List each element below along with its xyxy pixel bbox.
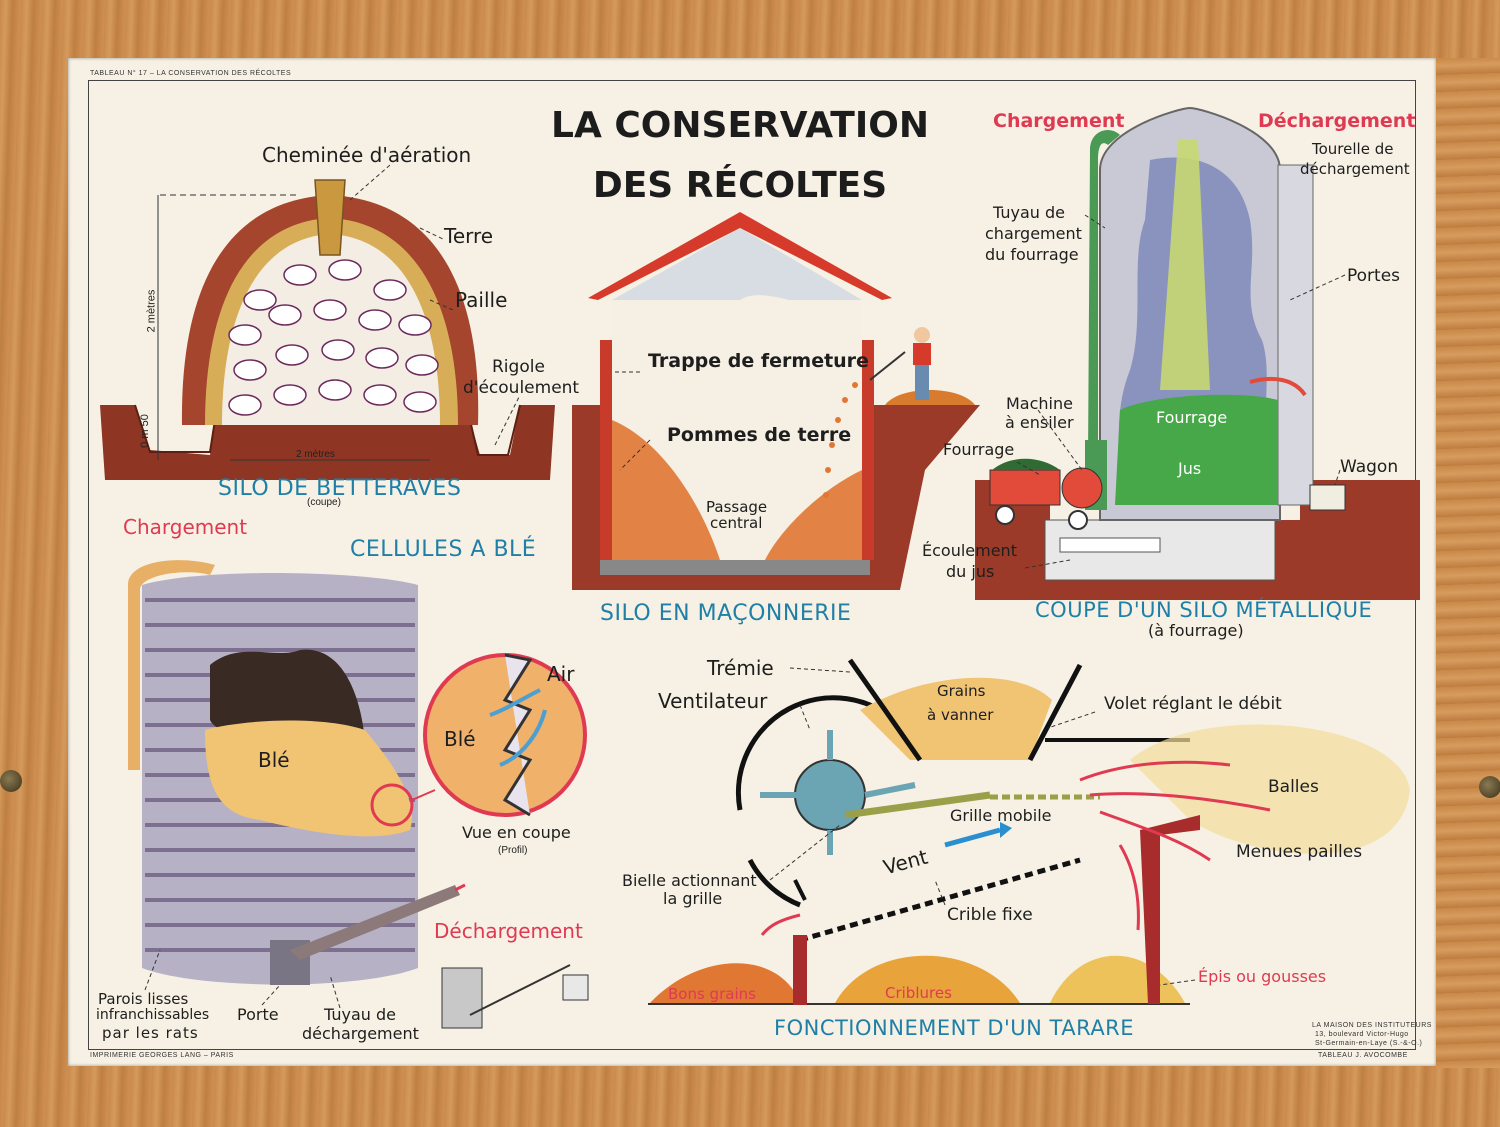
beet-height-label: 2 mètres [145,289,158,333]
nail-right [1479,776,1500,798]
wheat-zoom-label: Blé [444,727,476,751]
metal-pipe-label-2: chargement [985,224,1082,243]
wheat-cells-illustration [128,560,589,1029]
wheat-walls-label-1: Parois lisses [98,990,189,1008]
wheat-walls-label-2: infranchissables [96,1007,210,1023]
metal-silo-illustration [975,106,1420,600]
metal-pipe-label-3: du fourrage [985,245,1079,264]
metal-turret-label-2: déchargement [1300,160,1410,178]
beet-sub: (coupe) [307,497,341,508]
wheat-door-label: Porte [237,1005,279,1024]
winnower-screenings-label: Criblures [885,984,952,1002]
beet-earth-label: Terre [444,224,494,248]
masonry-silo-illustration [572,212,980,590]
winnower-hopper-label: Trémie [707,656,774,680]
wheat-pipe-label-1: Tuyau de [324,1005,396,1024]
metal-flow-label-1: Écoulement [922,541,1017,560]
metal-wagon-label: Wagon [1340,457,1399,477]
metal-forage-left-label: Fourrage [943,440,1015,459]
wheat-section-label: Vue en coupe [462,823,571,842]
winnower-good-grain-label: Bons grains [668,985,756,1003]
winnower-rod-label-1: Bielle actionnant [622,871,757,890]
wheat-loading-label: Chargement [123,515,248,539]
metal-flow-label-2: du jus [946,562,995,581]
masonry-passage-label-2: central [710,514,763,532]
winnower-straws-label: Menues pailles [1236,842,1363,862]
beet-ditch-label-1: Rigole [492,357,545,377]
publisher-line-3: St-Germain-en-Laye (S.-&-O.) [1315,1040,1423,1047]
metal-sub: (à fourrage) [1148,621,1244,640]
wheat-air-label: Air [547,662,575,686]
winnower-fixed-sieve-label: Crible fixe [947,905,1033,925]
metal-pipe-label-1: Tuyau de [993,203,1065,222]
beet-straw-label: Paille [455,288,508,312]
winnower-rod-label-2: la grille [663,889,723,908]
winnower-caption: FONCTIONNEMENT D'UN TARARE [774,1016,1135,1040]
metal-machine-label-1: Machine [1006,394,1073,413]
title-line-2: DES RÉCOLTES [592,165,888,206]
winnower-sieve-label: Grille mobile [950,806,1052,825]
publisher-line-2: 13, boulevard Victor-Hugo [1315,1031,1409,1038]
metal-turret-label-1: Tourelle de [1312,140,1394,158]
winnower-chaff-label: Balles [1268,777,1319,797]
metal-unloading-label: Déchargement [1258,110,1416,132]
winnower-fan-label: Ventilateur [658,689,768,713]
winnower-illustration [648,658,1410,1005]
beet-silo-illustration [100,164,555,480]
metal-juice-label: Jus [1178,459,1202,478]
footer-left: IMPRIMERIE GEORGES LANG – PARIS [90,1052,234,1059]
beet-chimney-label: Cheminée d'aération [262,143,472,167]
header-left: TABLEAU N° 17 – LA CONSERVATION DES RÉCO… [90,70,292,77]
wheat-unloading-label: Déchargement [434,919,583,943]
masonry-potatoes-label: Pommes de terre [667,424,852,446]
metal-forage-inside-label: Fourrage [1156,408,1228,427]
winnower-grains-label-1: Grains [937,682,986,700]
wheat-profile-label: (Profil) [498,845,528,856]
winnower-husks-label: Épis ou gousses [1198,967,1327,986]
beet-ditch-label-2: d'écoulement [463,378,580,398]
masonry-passage-label-1: Passage [706,498,768,516]
wheat-walls-label-3: par les rats [102,1024,199,1042]
winnower-grains-label-2: à vanner [927,706,994,724]
wooden-frame-right [1436,58,1500,1068]
title-line-1: LA CONSERVATION [551,105,929,146]
masonry-caption: SILO EN MAÇONNERIE [600,601,852,626]
metal-doors-label: Portes [1347,266,1401,286]
metal-loading-label: Chargement [993,110,1125,132]
masonry-hatch-label: Trappe de fermeture [648,350,869,372]
beet-width-label: 2 mètres [296,449,335,460]
publisher-line-1: LA MAISON DES INSTITUTEURS [1312,1022,1432,1029]
metal-caption: COUPE D'UN SILO MÉTALLIQUE [1035,598,1373,622]
wheat-caption: CELLULES A BLÉ [350,537,537,562]
winnower-flap-label: Volet réglant le débit [1104,694,1282,714]
footer-right: TABLEAU J. AVOCOMBE [1318,1052,1408,1059]
beet-caption: SILO DE BETTERAVES [218,476,462,501]
nail-left [0,770,22,792]
beet-depth-label: 0 m 50 [138,414,151,448]
wheat-pipe-label-2: déchargement [302,1024,419,1043]
wheat-label: Blé [258,748,290,772]
metal-machine-label-2: à ensiler [1005,413,1074,432]
